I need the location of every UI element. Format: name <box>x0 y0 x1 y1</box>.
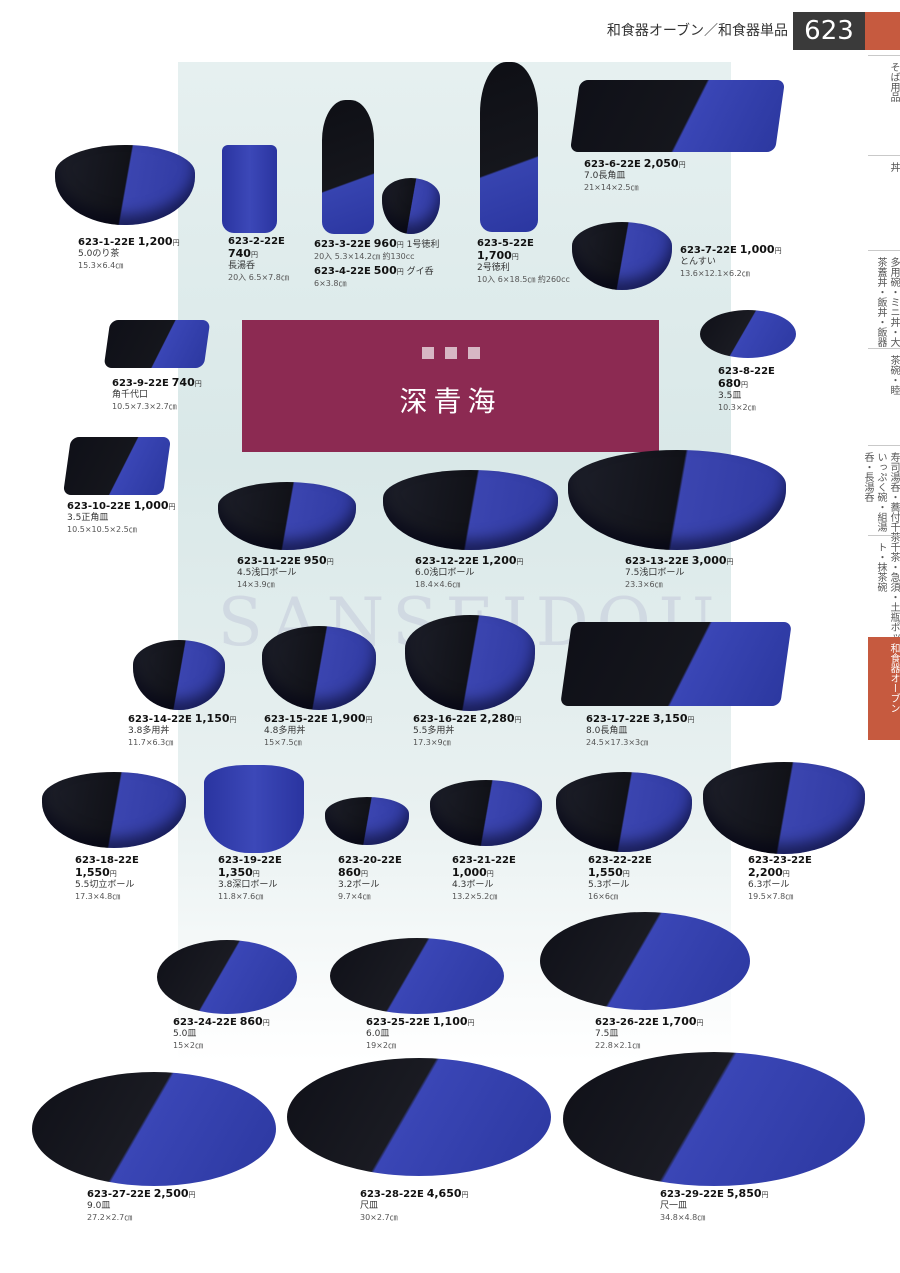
product-image-bowl <box>262 626 376 710</box>
product-image-bowl <box>383 470 558 550</box>
product-image-plate <box>700 310 796 358</box>
banner-square-icon <box>468 347 480 359</box>
product-image-plate <box>330 938 504 1014</box>
sidebar-tab-soba[interactable]: そば用品 <box>868 55 900 162</box>
page-tab-accent <box>865 12 900 50</box>
product-image-tray <box>103 320 211 368</box>
sidebar-tab-chawan[interactable]: 茶碗・睦 <box>868 348 900 452</box>
page-number: 623 <box>793 12 865 50</box>
banner-title: 深青海 <box>399 385 502 418</box>
product-image-bowl <box>405 615 535 711</box>
product-image-tray <box>569 80 786 152</box>
product-image-plate <box>563 1052 865 1186</box>
product-image-plate <box>32 1072 276 1186</box>
banner-square-icon <box>422 347 434 359</box>
product-image-plate <box>287 1058 551 1176</box>
page-header-title: 和食器オーブン／和食器単品 <box>606 23 788 39</box>
product-image-bowl <box>55 145 195 225</box>
product-image-bowl <box>204 765 304 853</box>
product-image-bowl <box>568 450 786 550</box>
product-image-bowl <box>325 797 409 845</box>
product-image-yunomi <box>222 145 277 233</box>
product-image-tokkuri <box>480 62 538 232</box>
sidebar-tab-don[interactable]: 丼 <box>868 155 900 257</box>
product-image-plate <box>157 940 297 1014</box>
product-image-bowl <box>133 640 225 710</box>
product-image-bowl <box>430 780 542 846</box>
series-banner: 深青海 <box>242 320 659 452</box>
sidebar-tab-kyusu[interactable]: 千茶・急須・土瓶ポット・抹茶碗 <box>868 535 900 644</box>
product-image-bowl <box>42 772 186 848</box>
product-image-guinomi <box>382 178 440 234</box>
product-image-plate <box>540 912 750 1010</box>
product-image-tray <box>62 437 172 495</box>
product-image-tonsui <box>572 222 672 290</box>
banner-square-icon <box>445 347 457 359</box>
product-image-bowl <box>703 762 865 854</box>
product-image-bowl <box>218 482 356 550</box>
sidebar-tab-yunomi[interactable]: 寿司湯呑・蕎付千茶いっぷく碗・組湯呑・長湯呑 <box>862 445 900 542</box>
sidebar-tab-washokki-oven[interactable]: 和食器オーブン <box>868 637 900 740</box>
product-image-bowl <box>556 772 692 852</box>
product-image-tokkuri <box>322 100 374 234</box>
sidebar-tab-tayowan[interactable]: 多用碗・ミニ丼・大茶蓋丼・飯丼・飯器 <box>868 250 900 355</box>
product-image-tray <box>560 622 792 706</box>
